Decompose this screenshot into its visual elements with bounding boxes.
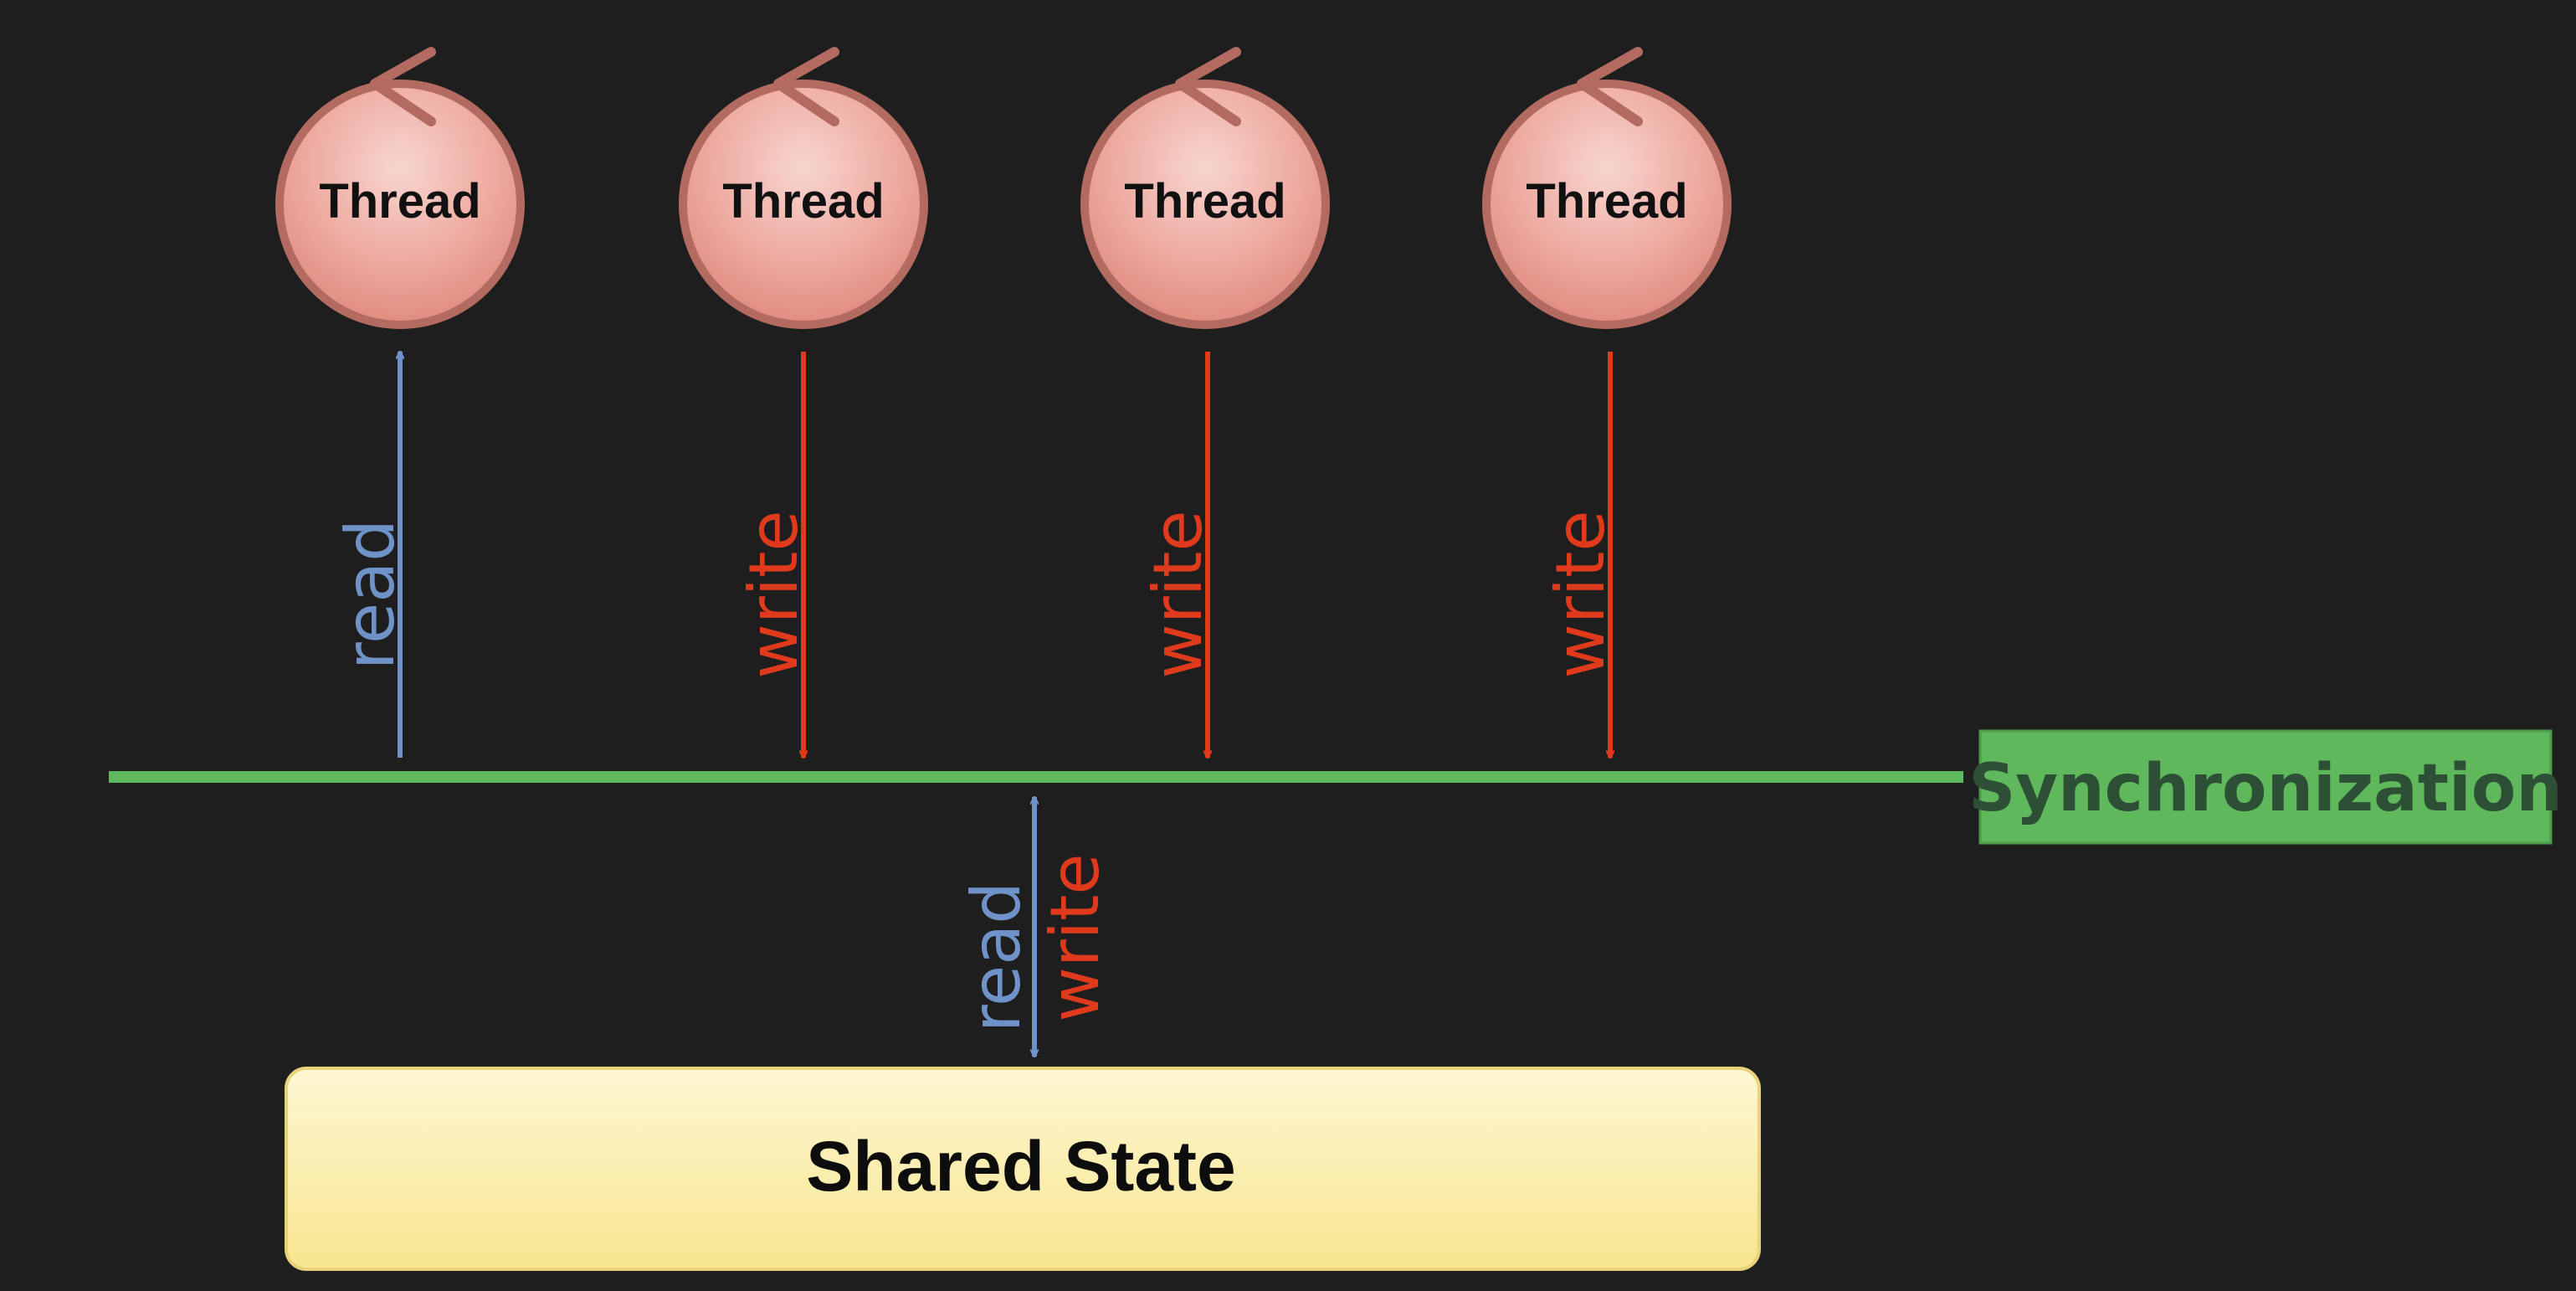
thread-label: Thread bbox=[1526, 174, 1687, 229]
shared-state-box: Shared State bbox=[285, 1067, 1761, 1271]
synchronization-box-rect bbox=[1978, 729, 2553, 845]
thread-circle bbox=[1080, 80, 1330, 329]
thread-arrow-label: write bbox=[1542, 510, 1619, 678]
thread-3: Thread bbox=[1482, 47, 1732, 329]
thread-loop-icon bbox=[1175, 47, 1241, 126]
shared-write-label: write bbox=[1036, 853, 1114, 1021]
thread-0: Thread bbox=[275, 47, 525, 329]
shared-read-label: read bbox=[957, 882, 1035, 1032]
synchronization-label: Synchronization bbox=[1968, 751, 2563, 826]
thread-arrow-label: write bbox=[735, 510, 813, 678]
thread-1: Thread bbox=[679, 47, 928, 329]
thread-label: Thread bbox=[319, 174, 480, 229]
thread-circle bbox=[679, 80, 928, 329]
synchronization-box: Synchronization bbox=[1968, 729, 2563, 845]
shared-state-label: Shared State bbox=[806, 1127, 1236, 1206]
thread-arrow-label: read bbox=[331, 519, 409, 670]
thread-arrow-label: write bbox=[1139, 510, 1217, 678]
thread-circle bbox=[1482, 80, 1732, 329]
thread-label: Thread bbox=[1124, 174, 1285, 229]
thread-circle bbox=[275, 80, 525, 329]
thread-loop-icon bbox=[370, 47, 436, 126]
thread-loop-icon bbox=[773, 47, 839, 126]
thread-label: Thread bbox=[722, 174, 884, 229]
thread-2: Thread bbox=[1080, 47, 1330, 329]
thread-loop-icon bbox=[1577, 47, 1643, 126]
shared-state-box-rect bbox=[285, 1067, 1761, 1271]
